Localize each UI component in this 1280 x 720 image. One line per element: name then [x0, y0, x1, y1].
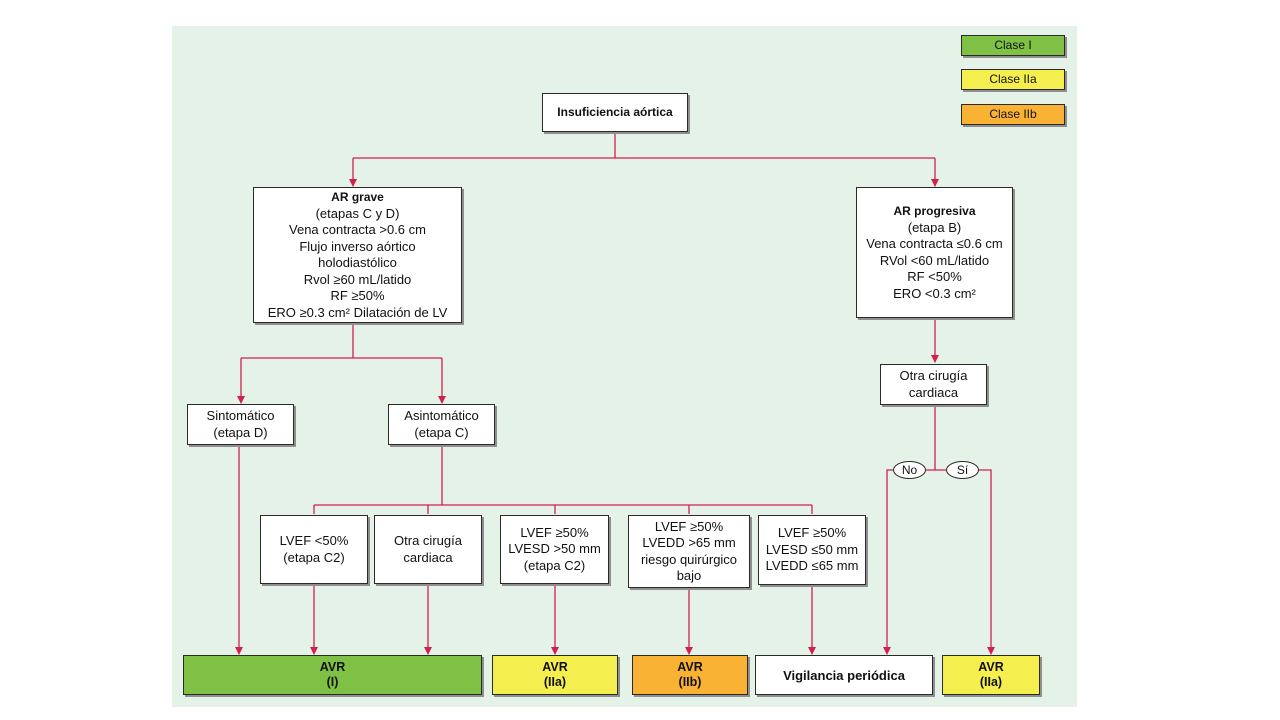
outcome-label: AVR [319, 660, 346, 674]
node-otra-cirugia-derecha: Otra cirugía cardiaca [880, 364, 987, 405]
outcome-label: (IIb) [678, 675, 702, 689]
node-ar-progresiva-line: ERO <0.3 cm² [893, 285, 976, 301]
decision-si: Sí [946, 461, 979, 479]
decision-si-label: Sí [956, 463, 969, 477]
node-root-label: Insuficiencia aórtica [557, 105, 673, 120]
node-ar-progresiva-line: RF <50% [907, 269, 962, 284]
node-asintomatico: Asintomático (etapa C) [388, 404, 495, 445]
node-criterio-line: cardiaca [403, 549, 453, 565]
node-asintomatico-line: Asintomático [404, 408, 479, 423]
node-criterio-line: LVEF ≥50% [520, 524, 589, 540]
legend-class-iib: Clase IIb [961, 104, 1065, 125]
node-criterio-line: riesgo quirúrgico [640, 551, 738, 567]
node-criterio-lvedd-alto: LVEF ≥50% LVEDD >65 mm riesgo quirúrgico… [628, 515, 750, 588]
node-asintomatico-line: (etapa C) [414, 424, 469, 440]
node-ar-grave-line: Flujo inverso aórtico [299, 238, 416, 254]
node-criterio-lvef-bajo: LVEF <50% (etapa C2) [260, 515, 368, 584]
node-ar-grave-title: AR grave [331, 190, 384, 204]
node-criterio-line: LVEF ≥50% [777, 525, 847, 541]
node-ar-progresiva-line: (etapa B) [907, 219, 962, 235]
node-criterio-line: LVESD ≤50 mm [765, 541, 859, 557]
node-criterio-lvef-normal: LVEF ≥50% LVESD ≤50 mm LVEDD ≤65 mm [758, 515, 866, 585]
node-otra-cirugia-line: Otra cirugía [899, 368, 968, 383]
node-criterio-line: LVEF ≥50% [654, 518, 724, 534]
node-criterio-line: (etapa C2) [283, 549, 345, 565]
outcome-label: (IIa) [979, 675, 1003, 689]
node-ar-grave-line: (etapas C y D) [315, 205, 400, 221]
node-criterio-lvesd-alto: LVEF ≥50% LVESD >50 mm (etapa C2) [500, 515, 609, 584]
node-sintomatico: Sintomático (etapa D) [187, 404, 294, 445]
node-ar-progresiva-title: AR progresiva [893, 204, 976, 218]
legend-class-i-label: Clase I [994, 38, 1032, 52]
outcome-label: (I) [326, 675, 339, 689]
decision-no-label: No [901, 463, 918, 477]
outcome-avr-i: AVR (I) [183, 655, 482, 695]
node-criterio-line: Otra cirugía [394, 533, 462, 548]
node-criterio-line: bajo [676, 568, 702, 583]
outcome-label: AVR [677, 660, 703, 674]
node-criterio-line: LVEDD ≤65 mm [765, 558, 859, 574]
legend-class-i: Clase I [961, 35, 1065, 56]
outcome-label: (IIa) [543, 675, 567, 689]
node-ar-grave-line: RF ≥50% [330, 288, 385, 303]
node-ar-grave-line: Vena contracta >0.6 cm [289, 222, 426, 237]
outcome-label: AVR [978, 660, 1004, 674]
node-criterio-line: LVEF <50% [279, 533, 349, 548]
node-insuficiencia-aortica: Insuficiencia aórtica [542, 93, 688, 132]
node-ar-grave-line: Rvol ≥60 mL/latido [303, 271, 412, 287]
node-ar-grave-line: holodiastólico [318, 255, 397, 270]
outcome-avr-iia-right: AVR (IIa) [942, 655, 1040, 695]
node-criterio-line: LVESD >50 mm [508, 541, 601, 557]
node-ar-progresiva: AR progresiva (etapa B) Vena contracta ≤… [856, 187, 1013, 318]
legend-class-iia-label: Clase IIa [989, 72, 1037, 86]
node-ar-grave-line: ERO ≥0.3 cm² Dilatación de LV [267, 304, 448, 320]
outcome-label: AVR [542, 660, 568, 674]
node-sintomatico-line: (etapa D) [213, 424, 268, 440]
node-ar-progresiva-line: Vena contracta ≤0.6 cm [866, 236, 1003, 251]
decision-no: No [893, 461, 926, 479]
outcome-avr-iia: AVR (IIa) [492, 655, 618, 695]
legend-class-iib-label: Clase IIb [989, 107, 1037, 121]
node-sintomatico-line: Sintomático [206, 408, 275, 423]
outcome-avr-iib: AVR (IIb) [632, 655, 748, 695]
node-criterio-otra-cirugia: Otra cirugía cardiaca [374, 515, 482, 584]
node-otra-cirugia-line: cardiaca [908, 384, 959, 400]
outcome-vigilancia-periodica: Vigilancia periódica [755, 655, 933, 695]
legend-class-iia: Clase IIa [961, 69, 1065, 90]
node-ar-grave: AR grave (etapas C y D) Vena contracta >… [253, 187, 462, 323]
outcome-label: Vigilancia periódica [783, 667, 905, 683]
node-criterio-line: (etapa C2) [523, 557, 586, 573]
node-ar-progresiva-line: RVol <60 mL/latido [879, 252, 990, 268]
node-criterio-line: LVEDD >65 mm [642, 535, 736, 550]
